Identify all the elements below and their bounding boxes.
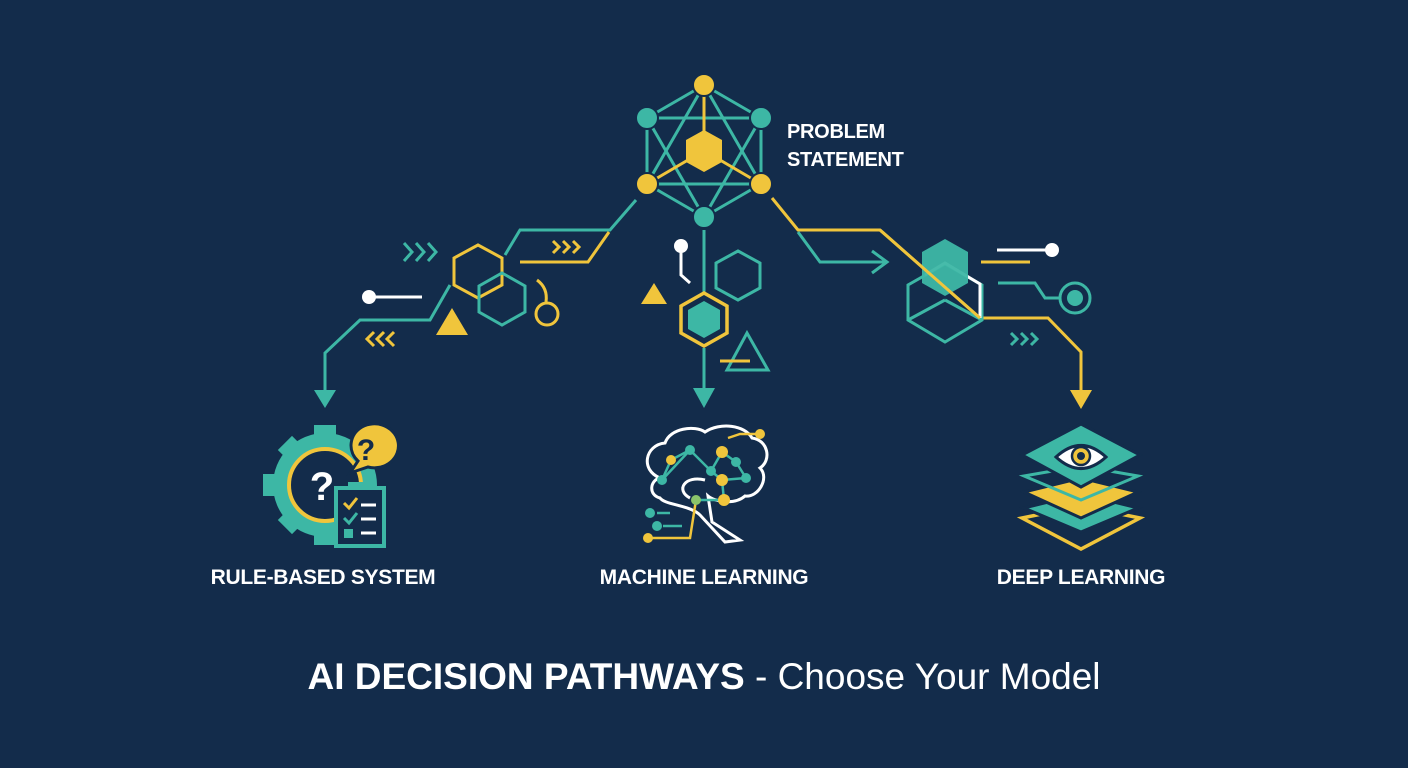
machine-learning-label: MACHINE LEARNING <box>599 566 809 589</box>
right-pathway <box>770 197 1092 395</box>
problem-statement-label: PROBLEM STATEMENT <box>787 118 904 174</box>
rule-based-system-label: RULE-BASED SYSTEM <box>210 566 436 589</box>
svg-text:?: ? <box>357 434 375 467</box>
problem-line-1: PROBLEM <box>787 121 885 143</box>
layered-eye-icon <box>1016 422 1146 551</box>
page-title: AI DECISION PATHWAYS - Choose Your Model <box>0 656 1408 698</box>
gear-question-checklist-icon: ? ? <box>263 422 400 548</box>
brain-nodes <box>643 429 765 543</box>
center-pathway <box>679 230 771 392</box>
svg-text:?: ? <box>310 465 334 509</box>
problem-line-2: STATEMENT <box>787 149 904 171</box>
title-subtitle: - Choose Your Model <box>744 656 1101 697</box>
neural-brain-icon <box>645 424 769 544</box>
title-bold: AI DECISION PATHWAYS <box>307 656 745 697</box>
deep-learning-label: DEEP LEARNING <box>996 566 1166 589</box>
left-pathway <box>314 199 638 408</box>
